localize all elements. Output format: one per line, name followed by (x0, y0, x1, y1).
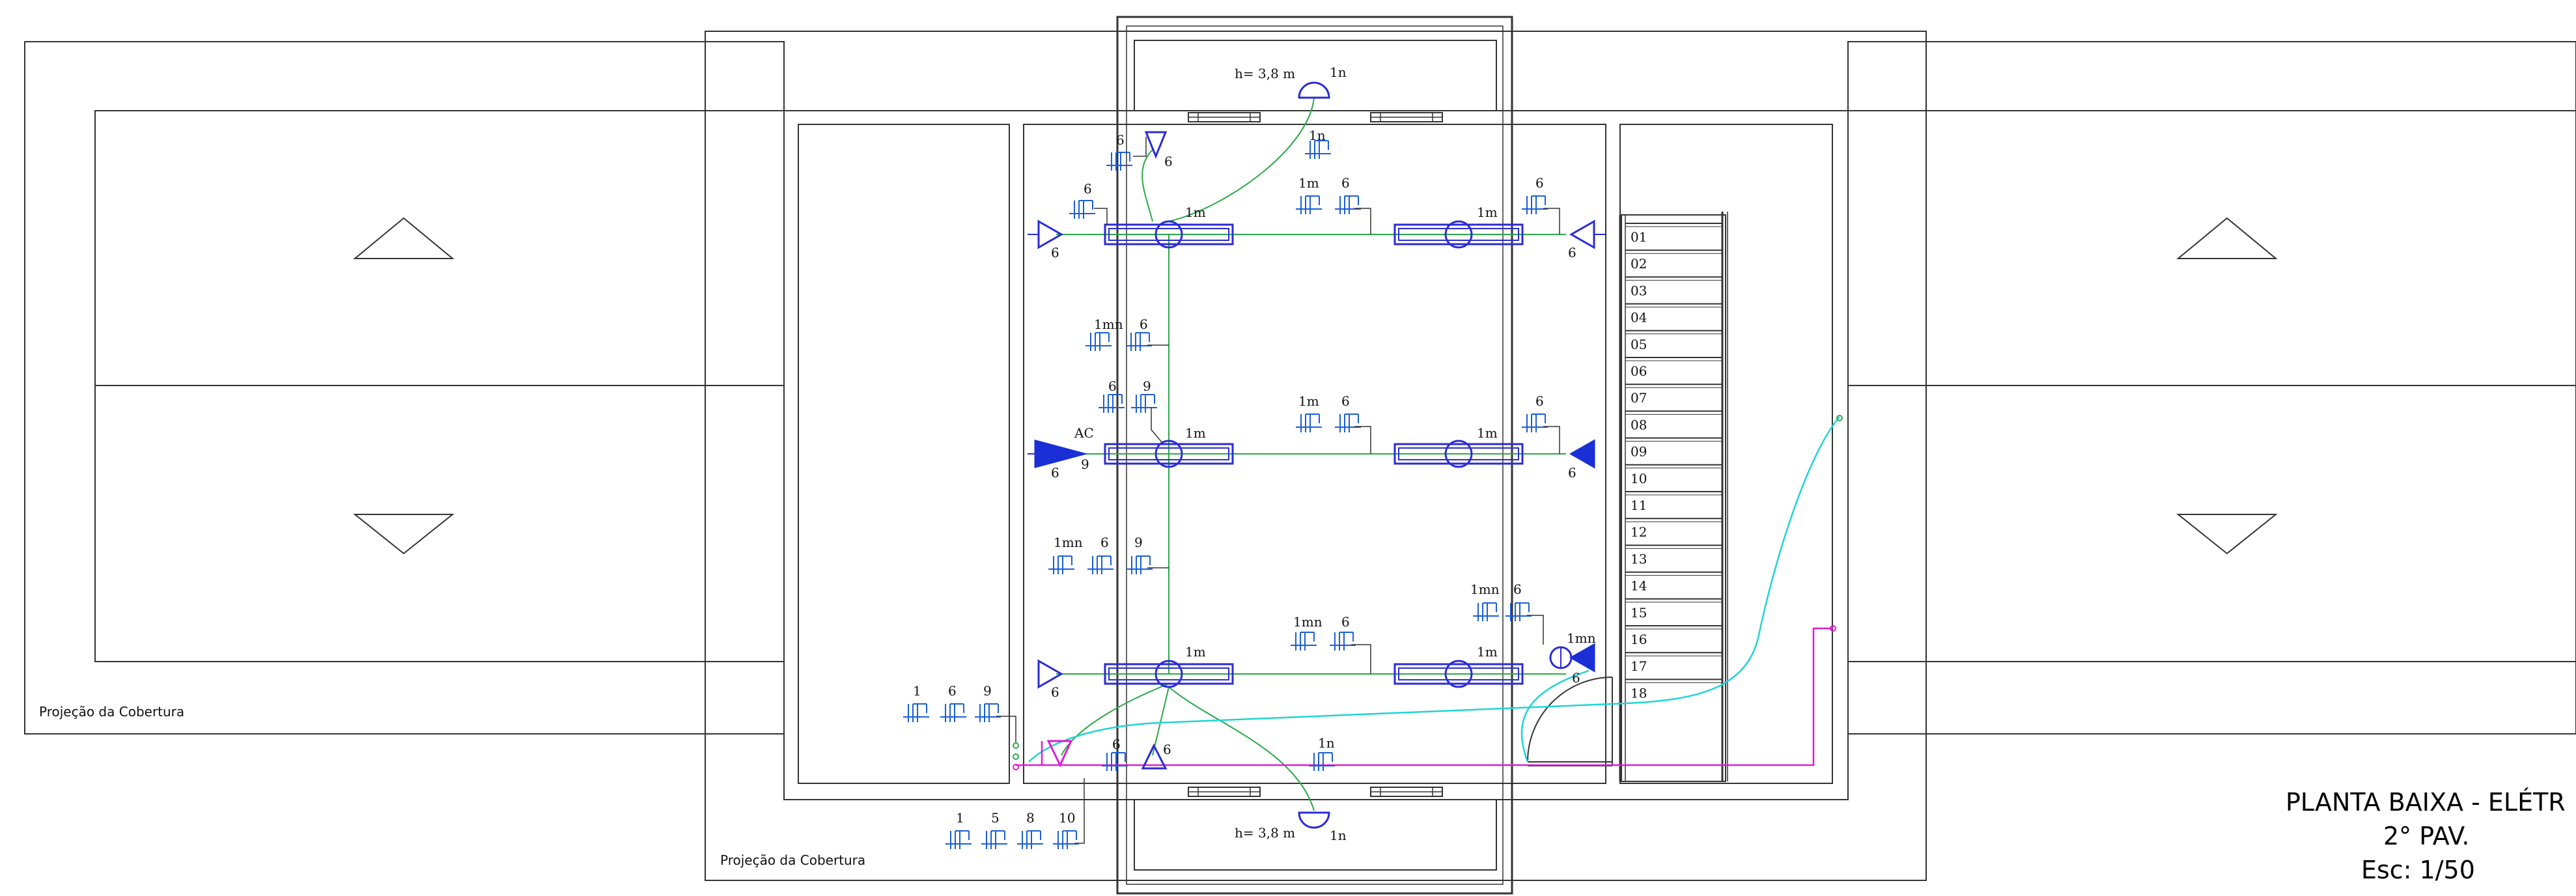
circuit-tag: 1m (1298, 393, 1319, 409)
ceiling-lamp-bottom (1298, 811, 1330, 829)
fixture-label: 1m (1477, 644, 1498, 660)
stair-step-number: 02 (1631, 256, 1647, 272)
circuit-tag: 6 (1568, 245, 1576, 260)
circuit-tag: 6 (1535, 393, 1544, 409)
staircase: 01 02 03 04 05 06 07 08 09 10 11 12 13 14 15 16 17 18 (1619, 212, 1728, 782)
cyan-circuit (1028, 416, 1840, 763)
drawing-title: PLANTA BAIXA - ELÉTR (2286, 788, 2566, 817)
magenta-circuit (1016, 627, 1833, 766)
stair-step-number: 13 (1631, 551, 1647, 567)
circuit-tag: 6 (1112, 736, 1121, 752)
roof-slope-arrows (353, 217, 2278, 555)
circuit-tag: 6 (1163, 742, 1171, 757)
circuit-tag: 6 (1100, 535, 1109, 550)
stair-step-number: 17 (1631, 658, 1647, 674)
drawing-floor: 2° PAV. (2383, 822, 2470, 850)
circuit-tag: 6 (1140, 316, 1148, 332)
circuit-tag: 1mn (1054, 535, 1083, 550)
circuit-tag: 9 (983, 683, 992, 699)
circuit-tag: 6 (1568, 465, 1576, 481)
circuit-tag: 1mn (1567, 630, 1596, 646)
stair-step-number: 15 (1631, 605, 1647, 621)
green-circuit (1056, 97, 1566, 811)
circuit-tag: 6 (1341, 175, 1350, 191)
circuit-tag: 1n (1318, 735, 1335, 751)
fixture-label: 1m (1477, 204, 1498, 220)
stair-step-number: 08 (1631, 417, 1647, 432)
circuit-tag: 6 (1341, 614, 1350, 630)
height-top-label: h= 3,8 m (1235, 66, 1295, 81)
stair-step-number: 16 (1631, 632, 1647, 647)
circuit-tag: 8 (1026, 810, 1035, 826)
circuit-tag: 1n (1309, 128, 1326, 143)
circuit-tag: 6 (1108, 378, 1117, 394)
circuit-tag: 1mn (1094, 316, 1123, 332)
ac-label: AC (1074, 425, 1094, 441)
fixture-label: 1n (1330, 64, 1347, 80)
stair-step-number: 03 (1631, 283, 1647, 298)
circuit-tag: 6 (1084, 181, 1092, 197)
outlets (1013, 131, 1843, 770)
circuit-tag: 10 (1059, 810, 1075, 826)
circuit-tag: 6 (1341, 393, 1350, 409)
circuit-tag: 6 (1164, 154, 1173, 169)
circuit-tag: 6 (948, 683, 957, 699)
fixture-label: 1m (1477, 425, 1498, 441)
circuit-tag: 1 (956, 810, 964, 826)
stair-step-number: 09 (1631, 444, 1647, 460)
circuit-tag: 9 (1143, 378, 1151, 394)
roof-projection-left-label: Projeção da Cobertura (39, 704, 184, 720)
stair-step-number: 14 (1631, 578, 1647, 594)
circuit-tag: 6 (1572, 670, 1580, 686)
circuit-tag: 9 (1081, 456, 1089, 472)
height-bottom-label: h= 3,8 m (1235, 825, 1295, 841)
building-outline (705, 16, 1927, 895)
stair-step-number: 01 (1631, 229, 1647, 245)
ceiling-lamp-top (1298, 81, 1330, 99)
circuit-tag: 6 (1116, 132, 1125, 148)
fixture-label: 1m (1185, 425, 1206, 441)
stair-step-number: 12 (1631, 524, 1647, 540)
stair-step-number: 05 (1631, 337, 1647, 352)
stair-step-number: 11 (1631, 497, 1647, 513)
stair-step-number: 10 (1631, 471, 1647, 486)
roof-projection-bottom-label: Projeção da Cobertura (720, 852, 865, 868)
circuit-tag: 6 (1051, 684, 1059, 700)
stair-step-number: 04 (1631, 310, 1647, 326)
circuit-tag: 6 (1051, 465, 1059, 481)
circuit-tag: 6 (1513, 581, 1522, 597)
leader-lines (996, 137, 1560, 844)
circuit-tag: 1 (913, 683, 921, 699)
fixture-label: 1m (1185, 644, 1206, 660)
circuit-tag: 1mn (1293, 614, 1323, 630)
circuit-tag: 1mn (1470, 581, 1500, 597)
circuit-tag: 1m (1298, 175, 1319, 191)
fixture-label: 1m (1185, 204, 1206, 220)
circuit-tag: 9 (1134, 535, 1143, 550)
stair-step-number: 07 (1631, 390, 1647, 406)
stair-step-number: 06 (1631, 363, 1647, 379)
fixture-label: 1n (1330, 828, 1347, 843)
circuit-tag: 6 (1535, 175, 1544, 191)
circuit-tag: 5 (991, 810, 1000, 826)
drawing-scale: Esc: 1/50 (2361, 856, 2475, 884)
circuit-tag: 6 (1051, 245, 1059, 260)
stair-step-number: 18 (1631, 685, 1647, 701)
